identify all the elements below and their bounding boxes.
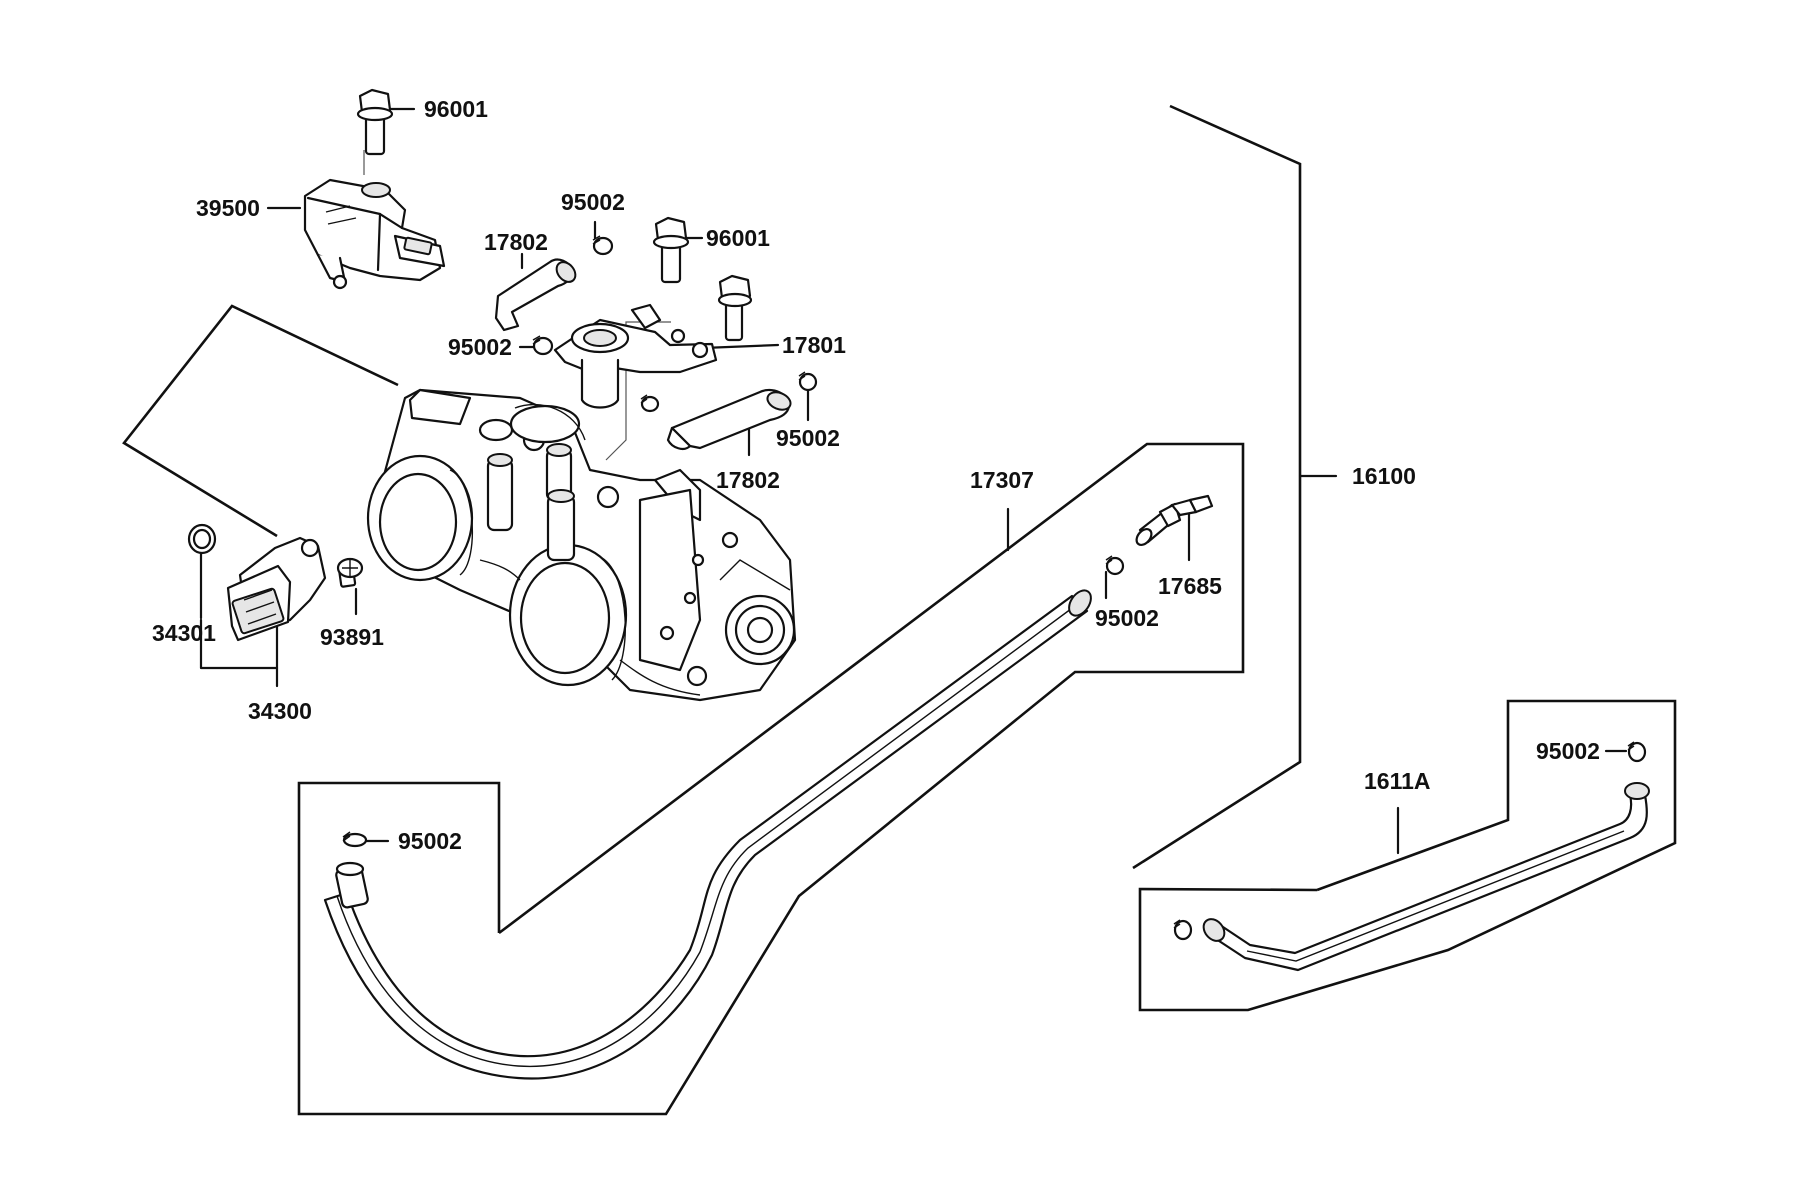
hex-flange-bolt-icon xyxy=(356,88,394,156)
screw-93891-icon xyxy=(336,557,364,588)
label-95002-d: 95002 xyxy=(1095,605,1159,631)
hex-flange-bolt-icon-mid-2 xyxy=(717,274,753,342)
box-1611A-outline xyxy=(1138,699,1677,1012)
label-17685: 17685 xyxy=(1158,573,1222,599)
valve-17801-icon xyxy=(553,303,718,409)
label-1611A: 1611A xyxy=(1364,768,1431,794)
label-96001-top: 96001 xyxy=(424,96,488,122)
label-95002-a: 95002 xyxy=(561,189,625,215)
bracket-16100-outline xyxy=(1132,104,1302,870)
o-ring-34301-icon xyxy=(187,523,217,555)
label-34301: 34301 xyxy=(152,620,216,646)
hose-1611A xyxy=(1202,782,1650,972)
label-17802-b: 17802 xyxy=(716,467,780,493)
label-17801: 17801 xyxy=(782,332,846,358)
label-95002-f: 95002 xyxy=(1536,738,1600,764)
hose-17802-lower xyxy=(666,388,792,450)
connector-34300-icon xyxy=(226,536,327,642)
label-95002-e: 95002 xyxy=(398,828,462,854)
hex-flange-bolt-icon-mid-1 xyxy=(652,216,690,284)
label-17307: 17307 xyxy=(970,467,1034,493)
map-sensor-icon xyxy=(303,178,446,290)
throttle-bracket-outline xyxy=(122,304,399,538)
label-96001-mid: 96001 xyxy=(706,225,770,251)
label-95002-b: 95002 xyxy=(448,334,512,360)
throttle-body-icon xyxy=(366,388,797,702)
hose-17802-upper xyxy=(494,258,577,332)
label-93891: 93891 xyxy=(320,624,384,650)
label-17802-a: 17802 xyxy=(484,229,548,255)
hose-clamp-icon xyxy=(342,235,1647,941)
label-16100: 16100 xyxy=(1352,463,1416,489)
label-34300: 34300 xyxy=(248,698,312,724)
hose-17307 xyxy=(323,589,1092,1080)
label-39500: 39500 xyxy=(196,195,260,221)
box-17307-outline xyxy=(297,442,1245,1116)
label-95002-c: 95002 xyxy=(776,425,840,451)
fitting-17685-icon xyxy=(1135,494,1214,546)
